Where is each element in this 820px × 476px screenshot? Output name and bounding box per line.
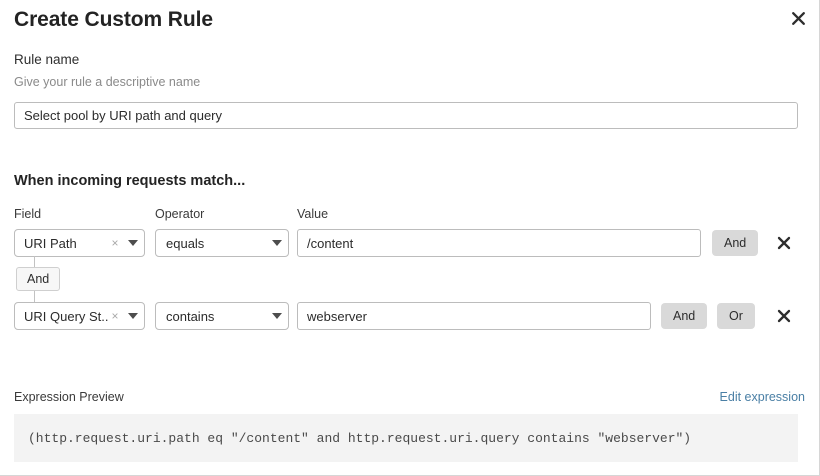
clear-icon[interactable]: × [111, 236, 119, 250]
column-label-value: Value [297, 207, 329, 221]
operator-select-row-2[interactable]: contains [155, 302, 289, 330]
rule-name-description: Give your rule a descriptive name [14, 75, 201, 89]
value-input-row-1[interactable] [297, 229, 701, 257]
connector-line-top [34, 256, 35, 268]
close-glyph [777, 309, 791, 323]
field-select-row-1[interactable]: URI Path × [14, 229, 145, 257]
chevron-down-icon[interactable] [266, 313, 288, 319]
column-label-operator: Operator [155, 207, 205, 221]
close-glyph [791, 11, 805, 25]
edit-expression-link[interactable]: Edit expression [719, 390, 805, 404]
close-glyph [777, 236, 791, 250]
field-select-row-2[interactable]: URI Query St... × [14, 302, 145, 330]
operator-select-row-1[interactable]: equals [155, 229, 289, 257]
chevron-down-icon[interactable] [266, 240, 288, 246]
delete-condition-row-1[interactable] [774, 233, 794, 253]
expression-preview-box: (http.request.uri.path eq "/content" and… [14, 414, 798, 462]
rule-name-input[interactable] [14, 102, 798, 129]
expression-preview-label: Expression Preview [14, 390, 124, 404]
value-input-row-2[interactable] [297, 302, 651, 330]
rule-name-label: Rule name [14, 52, 80, 67]
and-button-row-1[interactable]: And [712, 230, 759, 256]
and-button-row-2[interactable]: And [661, 303, 708, 329]
field-select-value-row-2: URI Query St... [24, 308, 108, 324]
delete-condition-row-2[interactable] [774, 306, 794, 326]
operator-select-value-row-1: equals [166, 235, 205, 251]
or-button-row-2[interactable]: Or [717, 303, 755, 329]
conditions-section-heading: When incoming requests match... [14, 173, 246, 189]
chevron-down-icon[interactable] [122, 313, 144, 319]
expression-preview-text: (http.request.uri.path eq "/content" and… [28, 430, 692, 446]
clear-icon[interactable]: × [111, 309, 119, 323]
field-select-value-row-1: URI Path [24, 235, 77, 251]
connector-line-bottom [34, 291, 35, 302]
chevron-down-icon[interactable] [122, 240, 144, 246]
page-title: Create Custom Rule [14, 8, 213, 31]
connector-badge-and[interactable]: And [16, 267, 61, 291]
operator-select-value-row-2: contains [166, 308, 215, 324]
close-icon[interactable] [786, 6, 810, 30]
column-label-field: Field [14, 207, 42, 221]
